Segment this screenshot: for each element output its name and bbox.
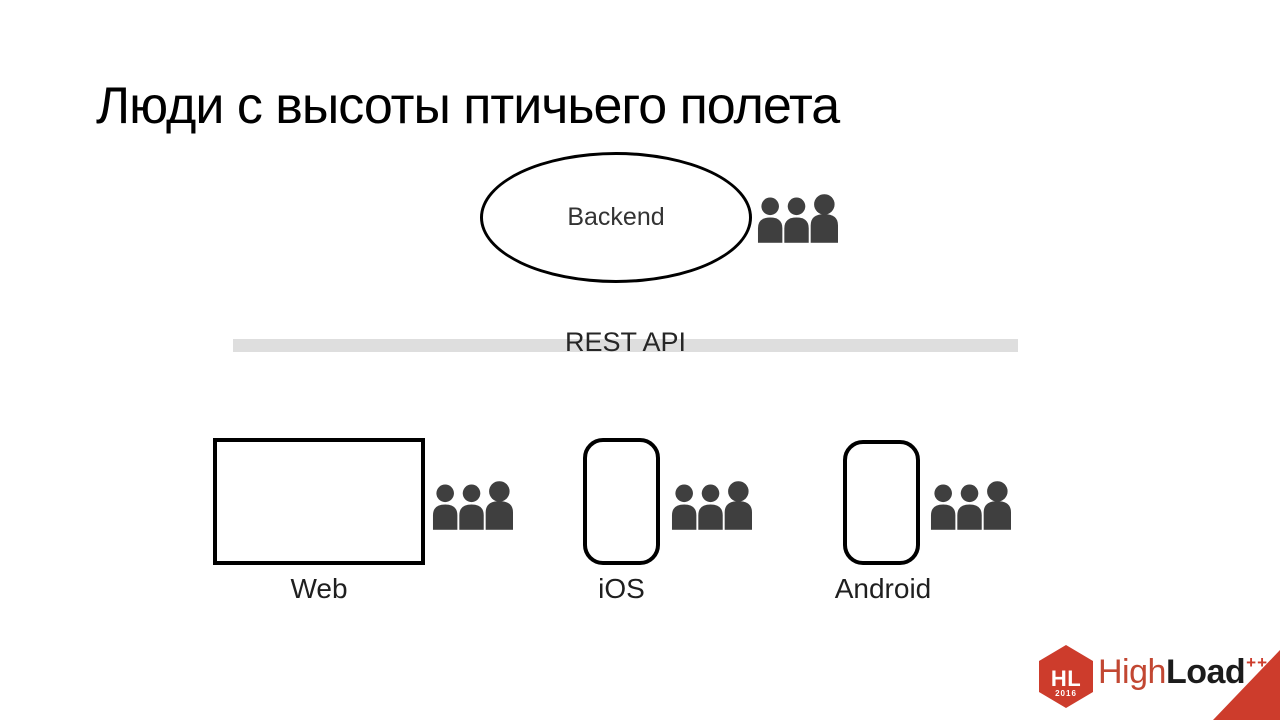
android-three-people-icon bbox=[930, 481, 1011, 530]
backend-three-people-icon bbox=[757, 194, 838, 243]
wordmark-plusplus: ++ bbox=[1246, 653, 1269, 672]
slide-title: Люди с высоты птичьего полета bbox=[96, 77, 840, 135]
logo-hex-year: 2016 bbox=[1055, 689, 1077, 698]
backend-node: Backend bbox=[480, 152, 752, 283]
highload-wordmark: HighLoad++ bbox=[1098, 653, 1269, 691]
android-label: Android bbox=[834, 573, 932, 604]
rest-api-label: REST API bbox=[564, 327, 687, 357]
backend-label: Backend bbox=[567, 203, 665, 231]
ios-three-people-icon bbox=[671, 481, 752, 530]
wordmark-load: Load bbox=[1165, 653, 1246, 691]
android-node bbox=[843, 440, 920, 565]
rest-api-bar bbox=[233, 339, 1018, 352]
web-three-people-icon bbox=[432, 481, 513, 530]
web-node bbox=[213, 438, 425, 565]
corner-triangle-icon bbox=[1213, 650, 1280, 720]
ios-node bbox=[583, 438, 660, 565]
web-label: Web bbox=[290, 573, 348, 604]
highload-hexagon-icon bbox=[1039, 645, 1093, 708]
logo-hex-abbr: HL bbox=[1050, 666, 1082, 691]
wordmark-high: High bbox=[1098, 653, 1166, 691]
ios-label: iOS bbox=[598, 573, 645, 604]
highload-logo: HL 2016 bbox=[1039, 645, 1093, 708]
